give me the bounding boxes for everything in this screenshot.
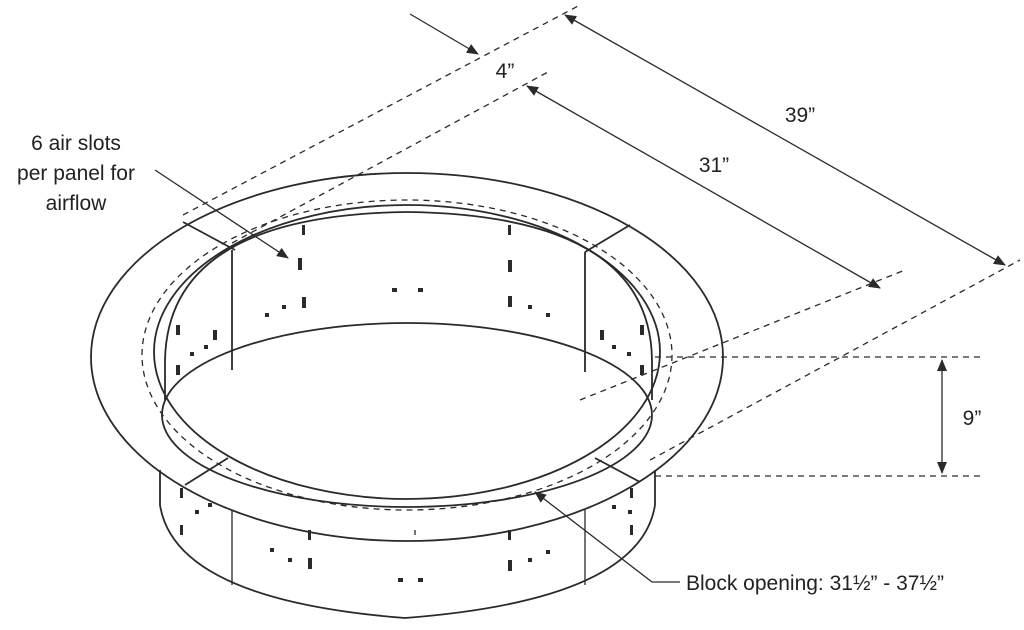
inner-well	[161, 211, 653, 508]
outer-wall-band	[159, 470, 656, 619]
air-slots-label-line2: per panel for	[17, 162, 135, 185]
dimension-arrows	[409, 13, 1006, 474]
wall-thickness-label: 4”	[496, 60, 515, 83]
inner-diameter-label: 31”	[699, 154, 729, 177]
outer-diameter-label: 39”	[785, 104, 815, 127]
height-label: 9”	[963, 407, 982, 430]
flange-rim	[90, 172, 724, 542]
air-slots-label-line3: airflow	[46, 192, 108, 215]
air-slots	[176, 225, 644, 582]
extension-lines	[182, 4, 1021, 477]
leader-arrows	[154, 169, 680, 583]
block-opening-label: Block opening: 31½” - 37½”	[686, 572, 944, 595]
air-slots-label-line1: 6 air slots	[31, 132, 121, 155]
